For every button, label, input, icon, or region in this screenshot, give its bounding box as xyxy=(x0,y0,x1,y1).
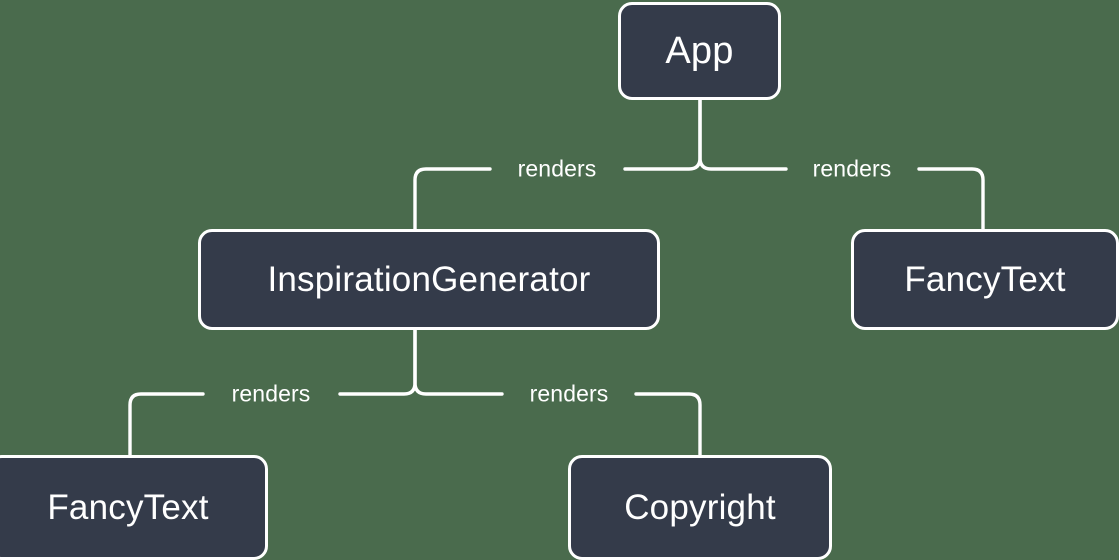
node-fancytext-bottom-label: FancyText xyxy=(47,488,209,527)
node-copyright-label: Copyright xyxy=(624,488,776,527)
edge-app-to-fancytext-right xyxy=(698,98,985,231)
edge-label-app-inspirationgenerator: renders xyxy=(517,155,597,182)
edge-inspiration-generator-to-copyright xyxy=(413,328,702,457)
node-inspiration-generator[interactable]: InspirationGenerator xyxy=(198,229,660,330)
edge-label-inspirationgenerator-copyright: renders xyxy=(529,380,609,407)
node-fancytext-right[interactable]: FancyText xyxy=(851,229,1119,330)
node-fancytext-right-label: FancyText xyxy=(904,260,1066,299)
node-inspiration-generator-label: InspirationGenerator xyxy=(267,260,591,299)
node-app-label: App xyxy=(665,30,734,72)
edge-label-inspirationgenerator-fancytext: renders xyxy=(231,380,311,407)
node-fancytext-bottom[interactable]: FancyText xyxy=(0,455,268,560)
node-app[interactable]: App xyxy=(618,2,781,100)
node-copyright[interactable]: Copyright xyxy=(568,455,832,560)
edge-label-app-fancytext: renders xyxy=(812,155,892,182)
